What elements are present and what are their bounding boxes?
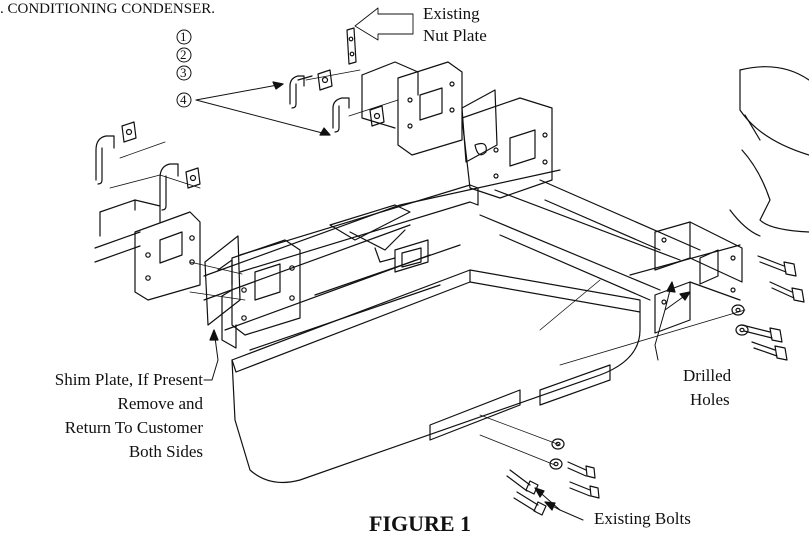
callout-3: 3 — [180, 65, 187, 80]
nut-plate-left-2 — [185, 167, 201, 189]
drilled-holes-label-line1: Drilled — [683, 366, 732, 385]
hitch-bracket-left — [221, 239, 301, 349]
existing-nut-plate-label-line2: Nut Plate — [423, 26, 487, 45]
right-mounting-bracket — [654, 221, 743, 334]
hitch-cross-tube — [239, 184, 479, 273]
j-bolt-left-2 — [159, 163, 179, 211]
figure-title: FIGURE 1 — [369, 511, 472, 536]
shim-plate-label-line4: Both Sides — [128, 442, 203, 461]
shim-plate-label-line3: Return To Customer — [64, 418, 203, 437]
nut-plate-left-1 — [121, 121, 137, 143]
right-body-panel — [729, 66, 809, 237]
existing-bolts-label: Existing Bolts — [594, 509, 691, 528]
shim-plate-label-line1: Shim Plate, If Present — [54, 370, 203, 389]
arrowheads — [209, 81, 691, 511]
frame-rail-right — [479, 179, 741, 301]
j-bolt-left-1 — [95, 135, 115, 185]
bumper-bolts — [506, 438, 600, 516]
drilled-holes-label-line2: Holes — [690, 390, 730, 409]
leader-lines — [195, 7, 691, 521]
nut-plate-upper-2 — [369, 105, 385, 127]
callout-2: 2 — [180, 47, 187, 62]
header-caption: . CONDITIONING CONDENSER. — [0, 1, 215, 17]
nut-plate-upper-1 — [317, 69, 333, 91]
frame-end-upper — [361, 61, 419, 129]
j-bolt-upper-2 — [332, 97, 350, 133]
upper-hitch-bracket — [461, 97, 553, 199]
callout-4: 4 — [180, 92, 187, 107]
callout-1: 1 — [180, 29, 187, 44]
right-bolts — [731, 255, 805, 361]
alignment-lines — [109, 69, 746, 466]
existing-nut-plate-label-line1: Existing — [423, 4, 480, 23]
upper-mounting-plate — [397, 61, 463, 156]
callout-circles — [176, 29, 192, 108]
upper-shim-plate — [461, 89, 498, 163]
bumper — [231, 244, 641, 483]
left-mounting-plate — [134, 211, 201, 301]
existing-nut-plate — [346, 27, 357, 65]
frame-end-left — [99, 199, 161, 237]
shim-plate-label-line2: Remove and — [117, 394, 203, 413]
j-bolt-upper-1 — [289, 75, 313, 109]
frame-rail-left — [94, 169, 561, 351]
